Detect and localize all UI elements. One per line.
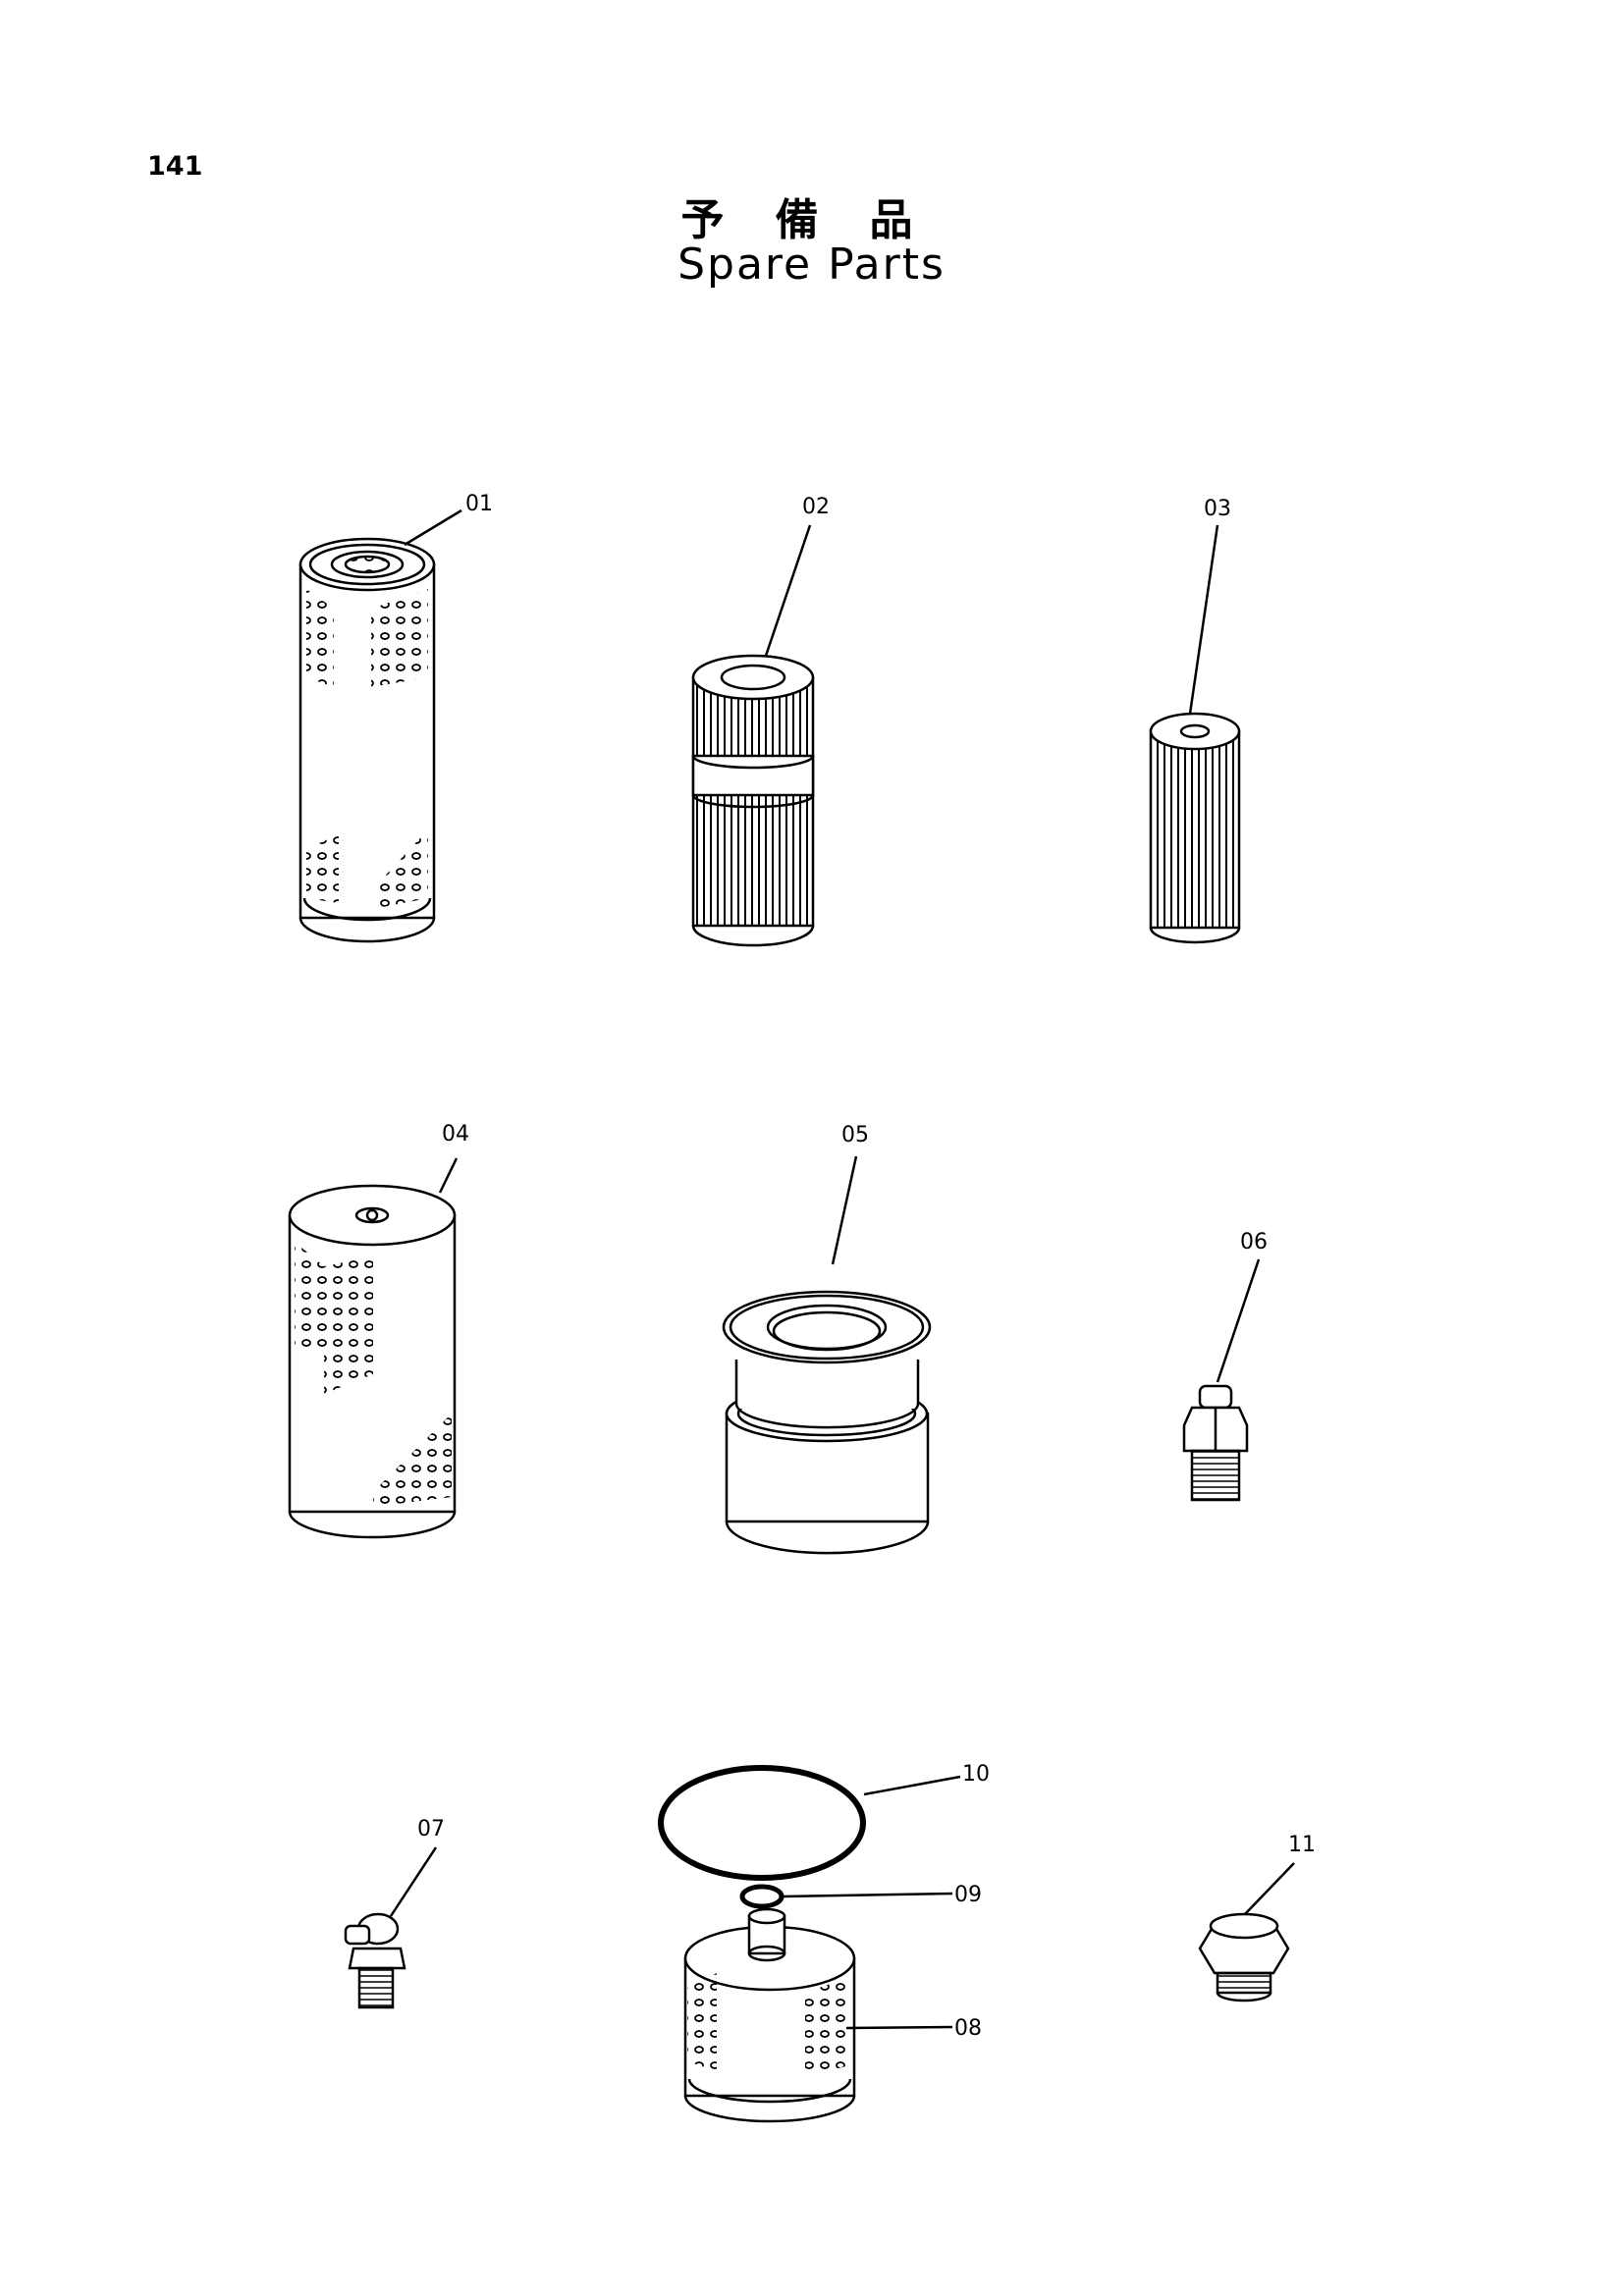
part-09: 09 xyxy=(739,1883,982,1909)
label-01: 01 xyxy=(465,492,493,516)
part-05: 05 xyxy=(722,1123,932,1555)
page-title-english: Spare Parts xyxy=(677,240,946,290)
label-04: 04 xyxy=(442,1122,469,1147)
part-08: 08 xyxy=(683,1907,982,2123)
part-10: 10 xyxy=(658,1762,990,1881)
part-07: 07 xyxy=(344,1817,445,2009)
label-09: 09 xyxy=(954,1883,982,1907)
part-06: 06 xyxy=(1182,1230,1268,1502)
grease-nipple-icon xyxy=(1182,1384,1249,1502)
small-o-ring-icon xyxy=(739,1884,784,1909)
pleated-filter-element-icon xyxy=(691,654,815,947)
perforated-filter-element-icon xyxy=(298,537,436,943)
part-02: 02 xyxy=(691,495,830,947)
label-03: 03 xyxy=(1204,497,1231,521)
part-03: 03 xyxy=(1149,497,1241,944)
label-02: 02 xyxy=(802,495,830,519)
breather-cap-icon xyxy=(1198,1912,1290,2002)
part-01: 01 xyxy=(298,492,493,943)
label-10: 10 xyxy=(962,1762,990,1787)
filter-cup-seal-icon xyxy=(722,1290,932,1555)
page-title-japanese: 予備品 xyxy=(680,195,964,245)
label-06: 06 xyxy=(1240,1230,1268,1255)
label-08: 08 xyxy=(954,2016,982,2041)
large-o-ring-icon xyxy=(658,1765,866,1881)
spin-on-filter-icon xyxy=(683,1907,856,2123)
cartridge-filter-icon xyxy=(288,1184,457,1539)
angled-grease-nipple-icon xyxy=(344,1912,406,2009)
label-05: 05 xyxy=(841,1123,869,1148)
label-07: 07 xyxy=(417,1817,445,1842)
page-number: 141 xyxy=(147,151,203,182)
part-11: 11 xyxy=(1198,1833,1316,2002)
label-11: 11 xyxy=(1288,1833,1316,1857)
small-pleated-filter-icon xyxy=(1149,712,1241,944)
part-04: 04 xyxy=(288,1122,469,1539)
